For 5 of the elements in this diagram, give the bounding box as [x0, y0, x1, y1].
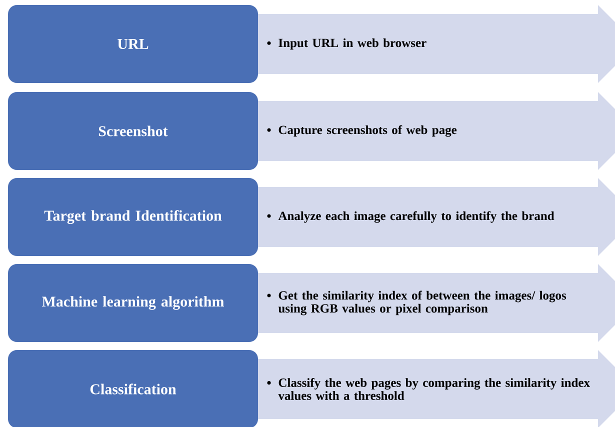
- process-box: Classification: [8, 350, 258, 427]
- process-box: Screenshot: [8, 92, 258, 170]
- process-box: Machine learning algorithm: [8, 264, 258, 342]
- process-box: URL: [8, 5, 258, 83]
- process-box: Target brand Identification: [8, 178, 258, 256]
